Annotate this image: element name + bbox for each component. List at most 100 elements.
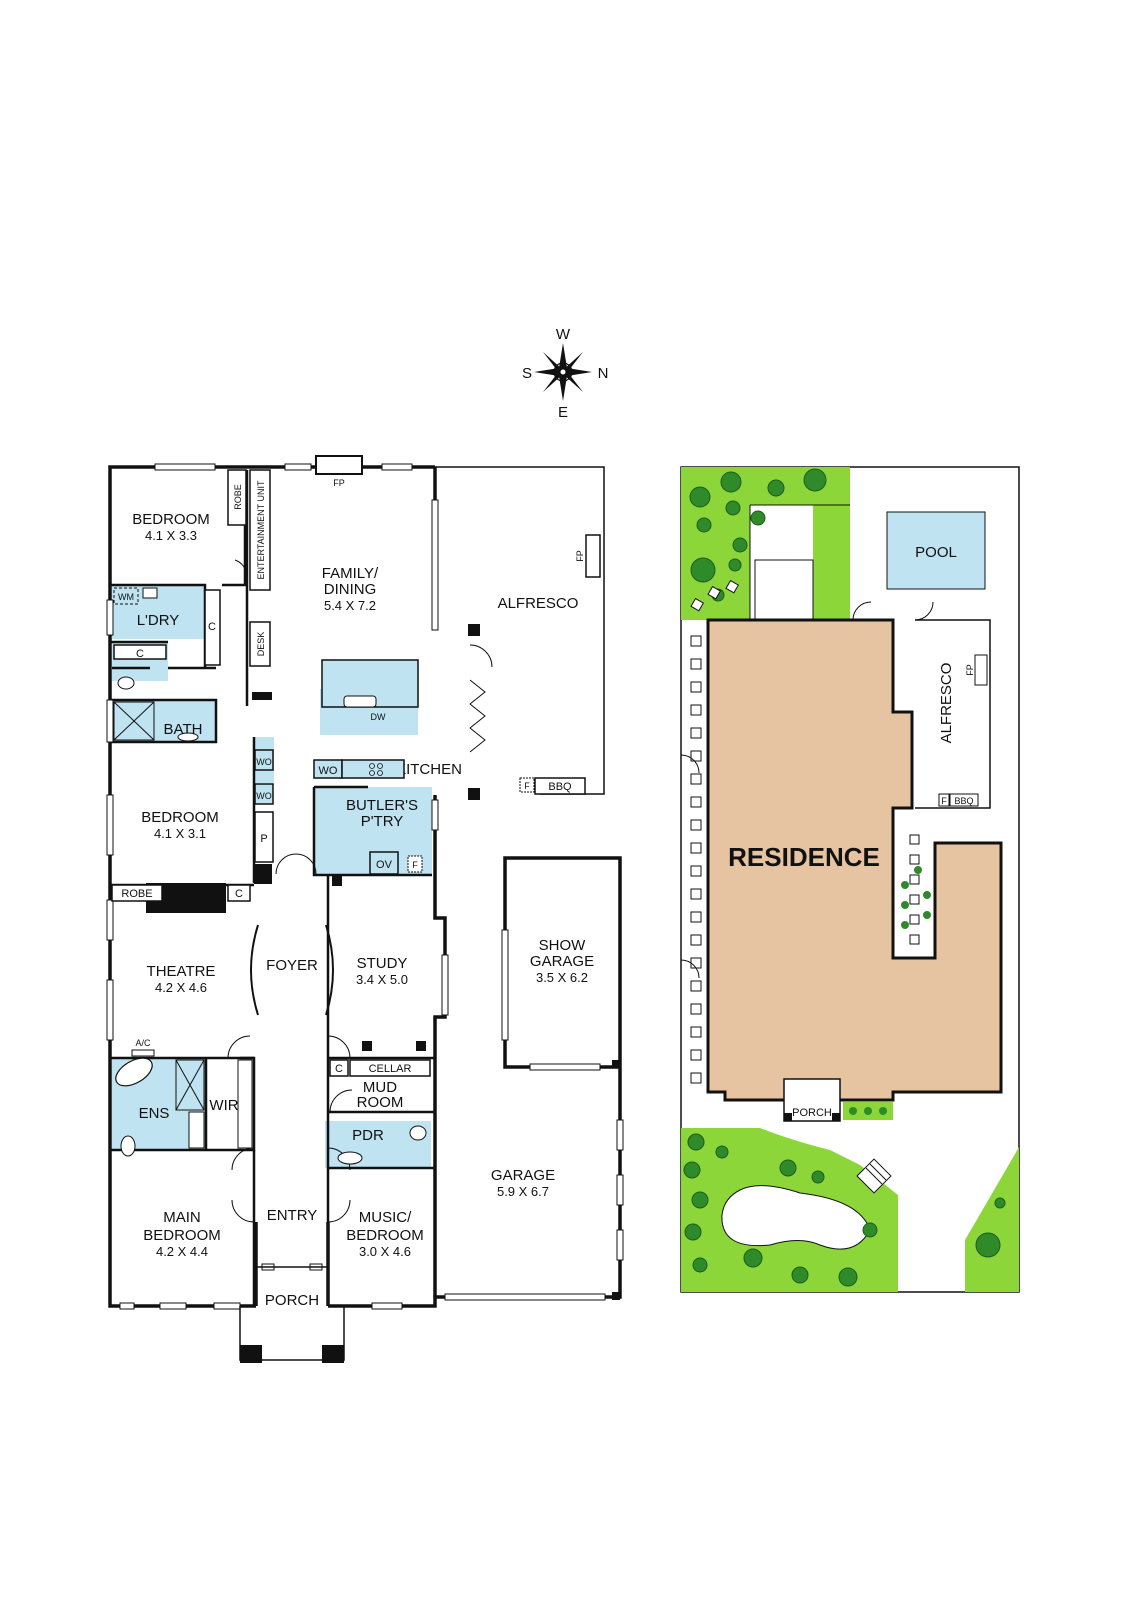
- garage-name: GARAGE: [491, 1167, 555, 1184]
- family-name-1: FAMILY/: [322, 565, 379, 582]
- ensuite-label: ENS: [139, 1105, 170, 1122]
- butler-name-1: BUTLER'S: [346, 797, 418, 814]
- foyer-label: FOYER: [266, 957, 318, 974]
- site-fridge: [938, 793, 950, 807]
- powder-toilet: [409, 1125, 427, 1141]
- courtyard-shrubs: [901, 866, 931, 929]
- wm-label: WM: [118, 592, 134, 602]
- music-dims: 3.0 X 4.6: [359, 1244, 411, 1259]
- wir-hanging: [237, 1059, 253, 1149]
- kitchen-sink: [343, 695, 377, 708]
- butler-wall-oven-label: WO: [319, 765, 338, 777]
- porch-label: PORCH: [265, 1292, 319, 1309]
- study-name: STUDY: [357, 955, 408, 972]
- robe-2: [111, 884, 163, 902]
- side-path-blocks: [690, 635, 702, 1084]
- site-alfresco: [915, 619, 991, 809]
- entertainment-unit-label: ENTERTAINMENT UNIT: [256, 480, 266, 580]
- pantry: [254, 811, 274, 863]
- compass-w: W: [556, 326, 571, 343]
- butler-cooktop: [341, 759, 405, 779]
- foyer-screen-right: [325, 924, 334, 1016]
- desk-label: DESK: [256, 632, 266, 657]
- ac-unit: [131, 1049, 155, 1057]
- show-garage-name-2: GARAGE: [530, 953, 594, 970]
- butler-oven: [369, 851, 399, 875]
- family-dims: 5.4 X 7.2: [324, 598, 376, 613]
- bbq-fridge-label: F: [524, 781, 530, 791]
- site-alfresco-label: ALFRESCO: [938, 663, 955, 744]
- toilet-1: [117, 676, 135, 690]
- theatre-name: THEATRE: [147, 963, 216, 980]
- foyer-screen-left: [250, 924, 259, 1016]
- windows: [106, 463, 624, 1310]
- washing-machine: [113, 587, 139, 605]
- compass-e: E: [558, 404, 568, 421]
- alfresco-fireplace: [585, 534, 601, 578]
- alfresco-outline: [435, 466, 605, 795]
- floor-plan: FP ROBE ENTERTAINMENT UNIT DESK BEDROOM …: [106, 455, 624, 1363]
- bbq: [534, 777, 586, 795]
- site-porch: [783, 1078, 841, 1122]
- butler-oven-label: OV: [376, 859, 393, 871]
- wall-oven-1-label: WO: [256, 757, 272, 767]
- study-dims: 3.4 X 5.0: [356, 972, 408, 987]
- ensuite-vanity: [188, 1111, 205, 1149]
- wall-oven-1: [254, 749, 274, 771]
- robe-top-label: ROBE: [233, 484, 243, 510]
- theatre-dims: 4.2 X 4.6: [155, 980, 207, 995]
- entry-label: ENTRY: [267, 1207, 318, 1224]
- main-bedroom-name-2: BEDROOM: [143, 1227, 221, 1244]
- music-name-2: BEDROOM: [346, 1227, 424, 1244]
- main-bedroom-dims: 4.2 X 4.4: [156, 1244, 208, 1259]
- show-garage-dims: 3.5 X 6.2: [536, 970, 588, 985]
- bedroom-2-name: BEDROOM: [141, 809, 219, 826]
- pool-label: POOL: [915, 544, 957, 561]
- cooktop-icon: [369, 763, 383, 776]
- mud-room-2: ROOM: [357, 1094, 404, 1111]
- residence-footprint: [706, 618, 1003, 1102]
- butler-name-2: P'TRY: [361, 813, 404, 830]
- site-bbq: [949, 793, 979, 807]
- site-gates: [680, 601, 934, 979]
- cellar-cupboard-label: C: [335, 1063, 343, 1075]
- bbq-fridge: [519, 777, 535, 793]
- site-plan: POOL FP ALFRESCO F BBQ RESIDENCE: [680, 466, 1020, 1293]
- bedroom-1-name: BEDROOM: [132, 511, 210, 528]
- bedroom-1-dims: 4.1 X 3.3: [145, 528, 197, 543]
- laundry-label: L'DRY: [137, 612, 180, 629]
- butler-fridge-label: F: [412, 860, 418, 870]
- robe-cupboard: [227, 884, 251, 902]
- entertainment-unit: [249, 469, 271, 591]
- fireplace: [315, 455, 363, 475]
- fireplace-label: FP: [333, 478, 345, 488]
- family-name-2: DINING: [324, 581, 377, 598]
- shower-1: [113, 701, 155, 741]
- laundry-sink: [142, 587, 158, 599]
- porch-outline: [239, 1306, 345, 1361]
- rear-corner-lawn: [965, 1147, 1019, 1292]
- garden-pond: [721, 1185, 871, 1250]
- front-lawn: [681, 467, 850, 620]
- garden-steps: [856, 1158, 892, 1194]
- site-fridge-label: F: [941, 796, 947, 806]
- wall-oven-2: [254, 783, 274, 805]
- robe-top: [227, 469, 247, 526]
- side-lawn: [813, 505, 850, 620]
- powder-basin: [337, 1151, 363, 1165]
- bifold-doors: [469, 679, 486, 753]
- bath-basin: [177, 732, 199, 742]
- stepping-stones: [690, 579, 740, 612]
- bedroom-2-dims: 4.1 X 3.1: [154, 826, 206, 841]
- pantry-label: P: [260, 833, 267, 845]
- porch-shrubs: [843, 1102, 893, 1120]
- wir-label: WIR: [209, 1097, 238, 1114]
- bbq-label: BBQ: [548, 781, 572, 793]
- ensuite-bathtub: [115, 1057, 153, 1087]
- site-porch-label: PORCH: [792, 1107, 832, 1119]
- show-garage-name-1: SHOW: [539, 937, 587, 954]
- laundry-cupboard-label: C: [208, 621, 216, 633]
- garden-shed: [754, 559, 814, 621]
- desk: [249, 621, 271, 667]
- compass-n: N: [598, 365, 609, 382]
